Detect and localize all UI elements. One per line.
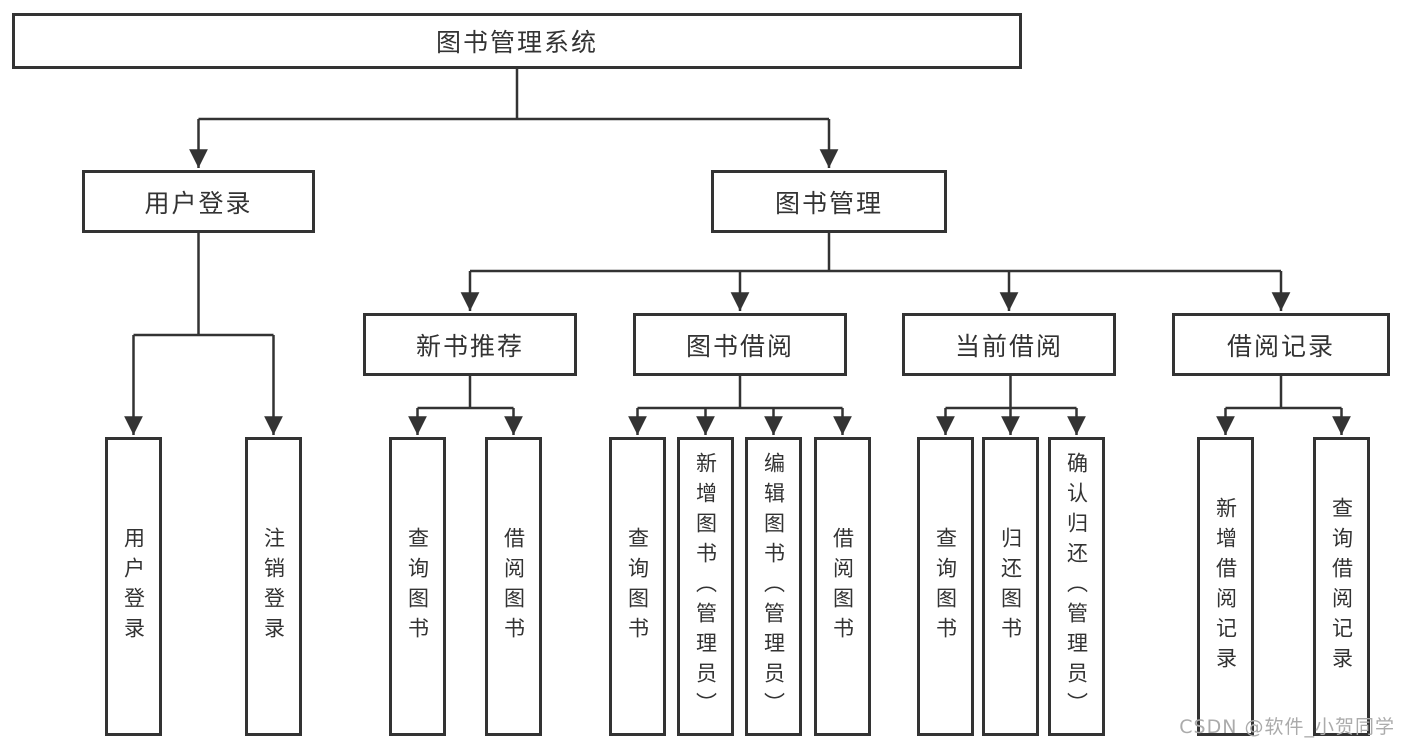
- leaf-edit-book-admin: 编辑图书（管理员）: [745, 437, 802, 736]
- leaf-label: 查询图书: [933, 526, 958, 647]
- leaf-add-book-admin: 新增图书（管理员）: [677, 437, 734, 736]
- leaf-label: 编辑图书（管理员）: [761, 451, 786, 722]
- leaf-query-books-current: 查询图书: [917, 437, 974, 736]
- leaf-label: 新增图书（管理员）: [693, 451, 718, 722]
- leaf-label: 归还图书: [998, 526, 1023, 647]
- leaf-logout: 注销登录: [245, 437, 302, 736]
- leaf-label: 查询借阅记录: [1329, 496, 1354, 677]
- node-book-management: 图书管理: [711, 170, 947, 233]
- node-borrow-records: 借阅记录: [1172, 313, 1390, 376]
- node-current-borrow: 当前借阅: [902, 313, 1116, 376]
- leaf-label: 用户登录: [121, 526, 146, 647]
- leaf-add-borrow-record: 新增借阅记录: [1197, 437, 1254, 736]
- leaf-query-books-borrow: 查询图书: [609, 437, 666, 736]
- leaf-borrow-books-recommend: 借阅图书: [485, 437, 542, 736]
- node-new-book-recommend: 新书推荐: [363, 313, 577, 376]
- leaf-label: 借阅图书: [501, 526, 526, 647]
- leaf-confirm-return-admin: 确认归还（管理员）: [1048, 437, 1105, 736]
- node-library-management-system: 图书管理系统: [12, 13, 1022, 69]
- leaf-label: 确认归还（管理员）: [1064, 451, 1089, 722]
- leaf-label: 新增借阅记录: [1213, 496, 1238, 677]
- leaf-label: 查询图书: [405, 526, 430, 647]
- leaf-borrow-books-borrow: 借阅图书: [814, 437, 871, 736]
- leaf-query-books-recommend: 查询图书: [389, 437, 446, 736]
- leaf-label: 借阅图书: [830, 526, 855, 647]
- watermark: CSDN @软件_小贺同学: [1179, 716, 1395, 738]
- leaf-label: 查询图书: [625, 526, 650, 647]
- leaf-query-borrow-record: 查询借阅记录: [1313, 437, 1370, 736]
- node-user-login: 用户登录: [82, 170, 315, 233]
- leaf-label: 注销登录: [261, 526, 286, 647]
- leaf-user-login: 用户登录: [105, 437, 162, 736]
- leaf-return-book: 归还图书: [982, 437, 1039, 736]
- node-book-borrow: 图书借阅: [633, 313, 847, 376]
